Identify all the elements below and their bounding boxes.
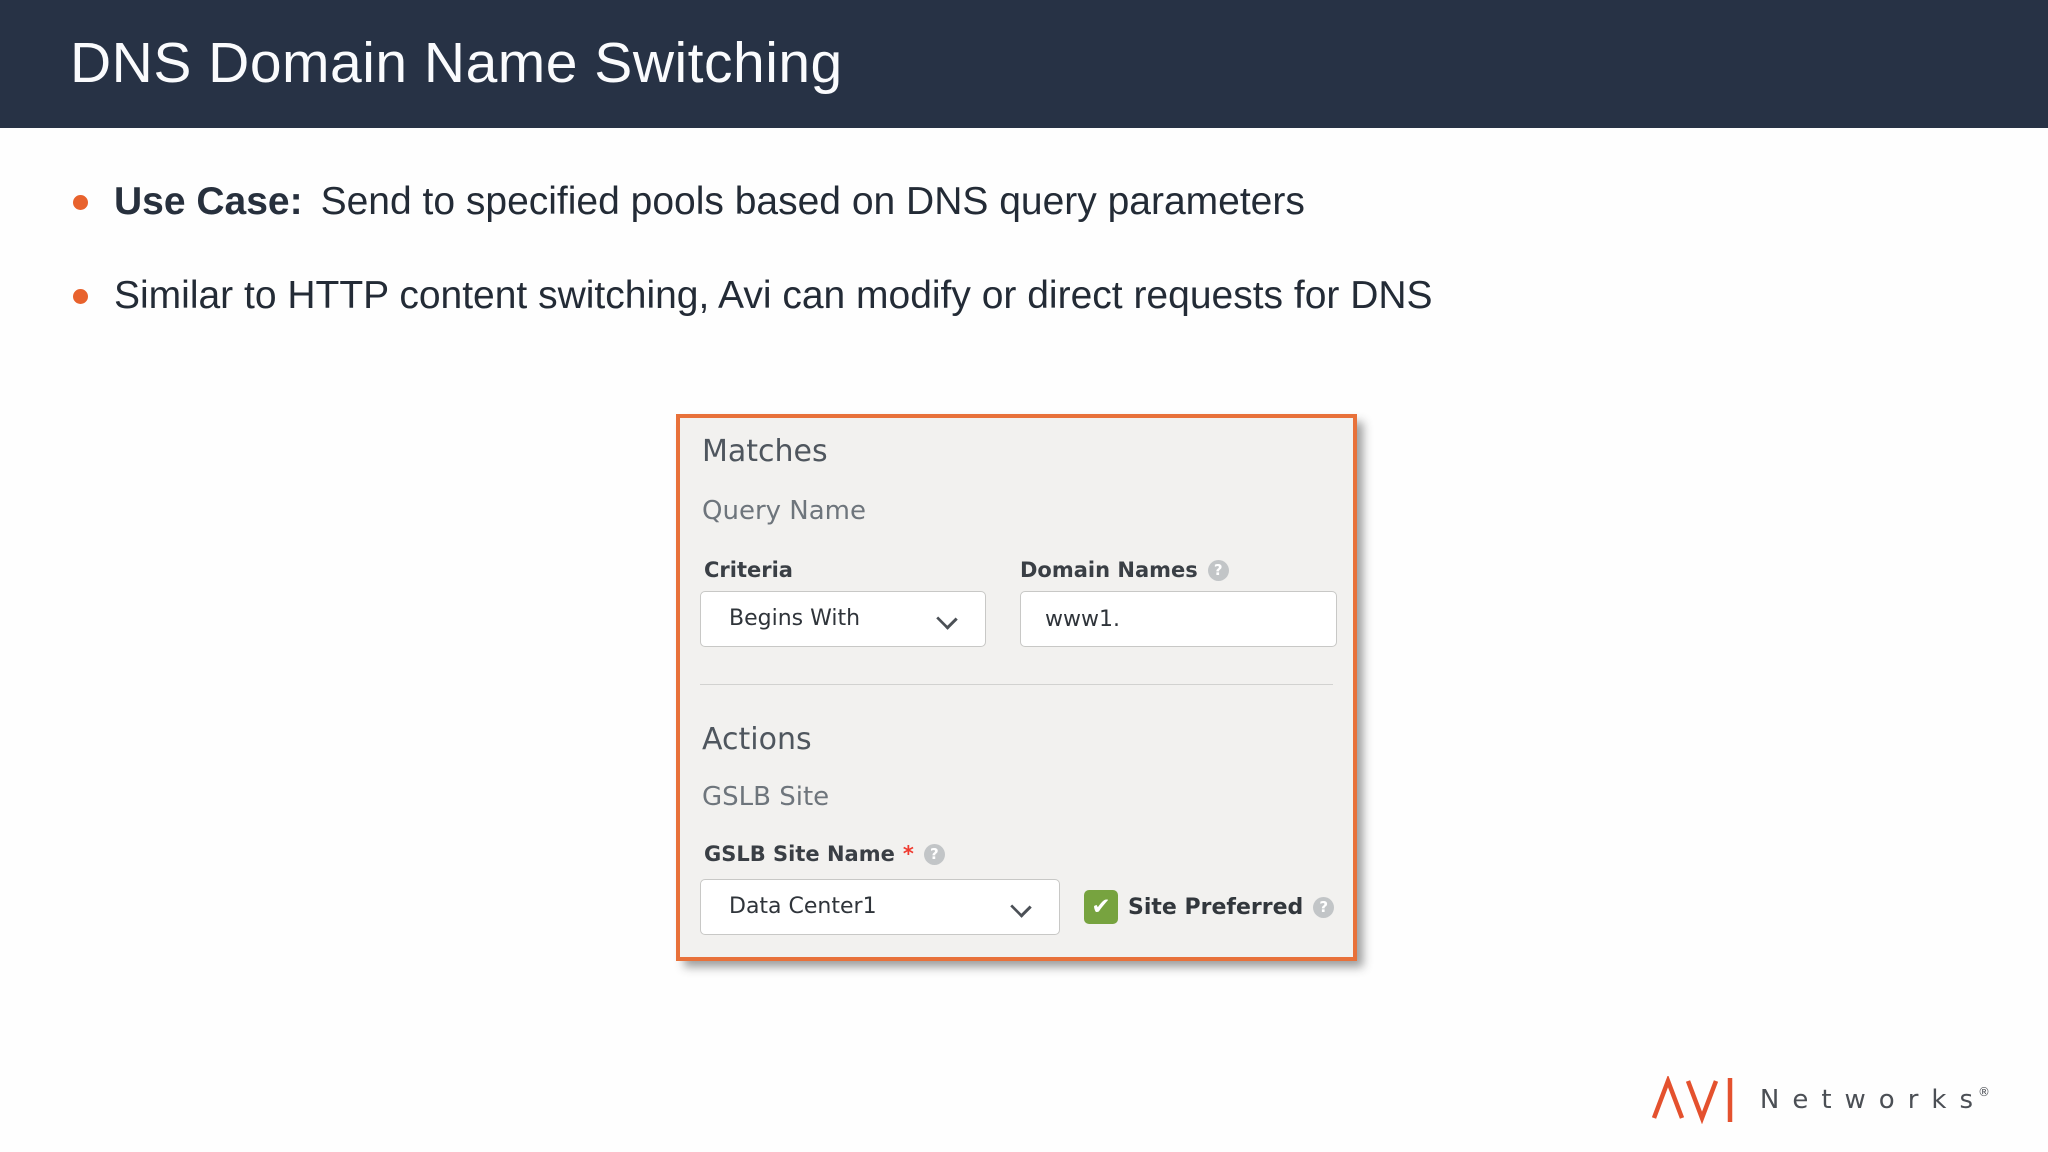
section-divider: [700, 684, 1333, 685]
list-item: Use Case: Send to specified pools based o…: [73, 178, 1933, 226]
bullet-text: Use Case: Send to specified pools based o…: [114, 178, 1305, 226]
chevron-down-icon: [936, 608, 958, 630]
avi-logo-mark-icon: [1651, 1076, 1733, 1124]
required-marker: *: [902, 842, 914, 866]
help-icon[interactable]: ?: [1313, 897, 1335, 918]
bullet-text: Similar to HTTP content switching, Avi c…: [114, 272, 1433, 320]
help-icon[interactable]: ?: [923, 843, 945, 865]
site-preferred-label: Site Preferred ?: [1128, 895, 1335, 920]
site-preferred-checkbox[interactable]: ✔: [1084, 890, 1118, 924]
matches-section-heading: Matches: [702, 434, 828, 469]
bullet-plain-text: Similar to HTTP content switching, Avi c…: [114, 274, 1433, 317]
page-title: DNS Domain Name Switching: [70, 31, 843, 95]
bullet-plain-text: Send to specified pools based on DNS que…: [320, 180, 1305, 223]
criteria-selected-value: Begins With: [729, 606, 861, 631]
slide-header: DNS Domain Name Switching: [0, 0, 2048, 128]
gslb-site-name-label: GSLB Site Name * ?: [704, 842, 945, 866]
bullet-icon: [73, 289, 88, 304]
criteria-select[interactable]: Begins With: [700, 591, 986, 647]
avi-networks-logo: Networks ®: [1650, 1076, 1998, 1124]
chevron-down-icon: [1010, 896, 1032, 918]
criteria-label: Criteria: [704, 558, 793, 582]
domain-names-label: Domain Names ?: [1020, 558, 1229, 582]
gslb-site-selected-value: Data Center1: [729, 894, 877, 919]
domain-names-input[interactable]: [1020, 591, 1337, 647]
gslb-site-subheading: GSLB Site: [702, 782, 830, 812]
list-item: Similar to HTTP content switching, Avi c…: [73, 272, 1933, 320]
help-icon[interactable]: ?: [1207, 559, 1229, 581]
bullet-bold-label: Use Case:: [114, 180, 303, 223]
registered-trademark-symbol: ®: [1978, 1085, 1990, 1099]
gslb-site-name-select[interactable]: Data Center1: [700, 879, 1060, 935]
actions-section-heading: Actions: [702, 722, 812, 757]
logo-wordmark: Networks: [1759, 1085, 1986, 1115]
dns-rule-panel: Matches Query Name Criteria Begins With …: [676, 414, 1357, 961]
checkmark-icon: ✔: [1091, 894, 1111, 920]
bullet-icon: [73, 195, 88, 210]
bullet-list: Use Case: Send to specified pools based o…: [73, 178, 1933, 366]
query-name-subheading: Query Name: [702, 496, 866, 526]
